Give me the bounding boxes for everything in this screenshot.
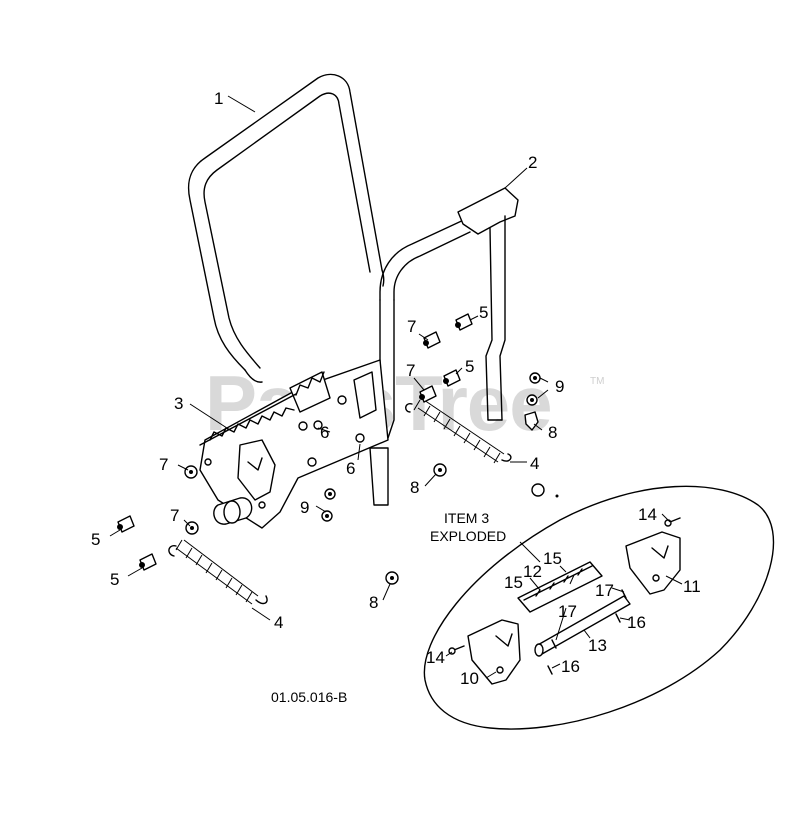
callout-7-a[interactable]: 7 xyxy=(407,317,416,336)
callout-6-b[interactable]: 6 xyxy=(346,459,355,478)
callout-12[interactable]: 12 xyxy=(523,562,542,581)
callout-11[interactable]: 11 xyxy=(683,577,701,596)
fastener-8-b[interactable] xyxy=(433,463,447,477)
fastener-7-c[interactable] xyxy=(184,465,198,479)
callout-4-upper[interactable]: 4 xyxy=(530,454,539,473)
fastener-7-a[interactable] xyxy=(423,331,441,349)
callout-7-b[interactable]: 7 xyxy=(406,361,415,380)
callout-1[interactable]: 1 xyxy=(214,89,223,108)
part-2-rear-frame[interactable] xyxy=(369,187,519,506)
callout-3[interactable]: 3 xyxy=(174,394,183,413)
callout-15-left[interactable]: 15 xyxy=(504,573,523,592)
exploded-caption-line2: EXPLODED xyxy=(430,528,506,544)
part-11-right-plate[interactable] xyxy=(625,531,681,595)
callout-7-d[interactable]: 7 xyxy=(170,506,179,525)
callout-9-upper[interactable]: 9 xyxy=(555,377,564,396)
part-4-spring-upper[interactable] xyxy=(405,399,512,464)
part-16-pins[interactable] xyxy=(547,613,621,675)
leader-lines xyxy=(109,95,683,679)
callout-17-left[interactable]: 17 xyxy=(558,602,577,621)
exploded-view-outline xyxy=(423,485,775,730)
part-12-bar[interactable] xyxy=(517,561,603,613)
watermark-tm: TM xyxy=(590,376,604,387)
fastener-9-lower[interactable] xyxy=(321,488,336,522)
callout-14-left[interactable]: 14 xyxy=(426,648,445,667)
callout-8-b[interactable]: 8 xyxy=(410,478,419,497)
callout-16-right[interactable]: 16 xyxy=(627,613,646,632)
part-13-shaft[interactable] xyxy=(534,595,631,657)
fastener-5-a[interactable] xyxy=(455,313,473,331)
part-1-handle-frame[interactable] xyxy=(187,73,385,383)
callout-7-c[interactable]: 7 xyxy=(159,455,168,474)
callout-6-a[interactable]: 6 xyxy=(320,423,329,442)
callout-5-c[interactable]: 5 xyxy=(91,530,100,549)
callout-10[interactable]: 10 xyxy=(460,669,479,688)
fastener-6-b[interactable] xyxy=(355,433,365,443)
exploded-caption-line1: ITEM 3 xyxy=(444,510,489,526)
callout-2[interactable]: 2 xyxy=(528,153,537,172)
part-14-bolts[interactable] xyxy=(448,517,681,655)
callout-5-b[interactable]: 5 xyxy=(465,357,474,376)
diagram-code: 01.05.016-B xyxy=(271,689,347,705)
callout-15-top[interactable]: 15 xyxy=(543,549,562,568)
part-10-left-plate[interactable] xyxy=(467,619,521,685)
callout-14-right[interactable]: 14 xyxy=(638,505,657,524)
callout-17-right[interactable]: 17 xyxy=(595,581,614,600)
fastener-8-c[interactable] xyxy=(385,571,399,585)
callout-4-lower[interactable]: 4 xyxy=(274,613,283,632)
part-4-spring-lower[interactable] xyxy=(168,539,268,605)
fastener-5-d[interactable] xyxy=(139,553,157,571)
callout-5-a[interactable]: 5 xyxy=(479,303,488,322)
fastener-misc[interactable] xyxy=(531,483,559,498)
fastener-8-a[interactable] xyxy=(524,411,539,431)
callout-8-a[interactable]: 8 xyxy=(548,423,557,442)
fastener-5-c[interactable] xyxy=(117,515,135,533)
callout-9-lower[interactable]: 9 xyxy=(300,498,309,517)
fastener-6-a[interactable] xyxy=(298,395,347,431)
callout-8-c[interactable]: 8 xyxy=(369,593,378,612)
callout-13[interactable]: 13 xyxy=(588,636,607,655)
callout-5-d[interactable]: 5 xyxy=(110,570,119,589)
callout-16-left[interactable]: 16 xyxy=(561,657,580,676)
